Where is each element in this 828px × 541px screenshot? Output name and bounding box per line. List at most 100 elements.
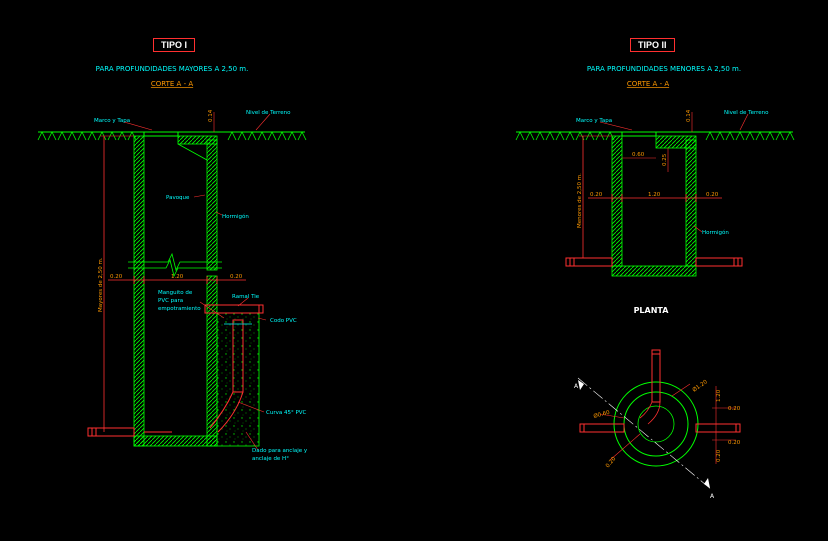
grass-mark xyxy=(775,131,785,141)
tipo1-dim-020-left: 0.20 xyxy=(110,274,123,280)
tipo2-subtitle: PARA PROFUNDIDADES MENORES A 2,50 m. xyxy=(587,65,741,73)
tipo2-left-wall xyxy=(611,135,623,267)
tipo2-dim-020-left: 0.20 xyxy=(590,192,603,198)
planta-phi-060: Ø0.60 xyxy=(593,409,611,420)
grass-mark xyxy=(525,131,535,141)
tipo1-label-nivel: Nivel de Terreno xyxy=(246,110,291,116)
tipo1-cover xyxy=(143,131,179,137)
grass-mark xyxy=(565,131,575,141)
planta-pipe-right xyxy=(695,423,741,433)
tipo1-label-manguito-3: empotramiento xyxy=(158,306,201,312)
planta-inner-circle xyxy=(637,405,675,443)
grass-mark xyxy=(277,131,287,141)
tipo2-dim-060: 0.60 xyxy=(632,152,645,158)
tipo1-break-line xyxy=(128,252,222,272)
grass-mark xyxy=(745,131,755,141)
tipo2-right-wall xyxy=(685,139,697,267)
tipo1-base xyxy=(133,435,218,447)
tipo2-dim-025: 0.25 xyxy=(662,153,668,166)
tipo1-dim-020-right: 0.20 xyxy=(230,274,243,280)
tipo1-label-dado-2: anclaje de H° xyxy=(252,456,289,462)
tipo2-label-nivel: Nivel de Terreno xyxy=(724,110,769,116)
tipo1-label-codo: Codo PVC xyxy=(270,318,297,324)
grass-mark xyxy=(585,131,595,141)
grass-mark xyxy=(97,131,107,141)
tipo1-cone-top xyxy=(177,135,218,145)
grass-mark xyxy=(77,131,87,141)
tipo2-label-marco: Marco y Tapa xyxy=(576,118,612,124)
tipo1-label-ramal: Ramal Tie xyxy=(232,294,260,300)
grass-mark xyxy=(785,131,795,141)
tipo2-pipe-left xyxy=(565,257,613,267)
tipo1-label-curva: Curva 45° PVC xyxy=(266,410,307,416)
grass-mark xyxy=(555,131,565,141)
tipo1-section: CORTE A - A xyxy=(151,80,193,88)
grass-mark xyxy=(287,131,297,141)
grass-mark xyxy=(47,131,57,141)
tipo2-section: CORTE A - A xyxy=(627,80,669,88)
tipo2-label-hormigon: Hormigón xyxy=(702,229,729,236)
grass-mark xyxy=(535,131,545,141)
grass-mark xyxy=(765,131,775,141)
planta-drawing: PLANTA Ø1.20 Ø0.60 0.20 0.20 1.20 0.20 0… xyxy=(574,306,741,500)
tipo1-drop-concrete xyxy=(216,312,260,447)
planta-dim-120-v: 1.20 xyxy=(716,389,722,402)
tipo1-right-wall-top xyxy=(206,139,218,271)
grass-mark xyxy=(755,131,765,141)
tipo2-title: TIPO II xyxy=(630,38,675,52)
tipo1-subtitle: PARA PROFUNDIDADES MAYORES A 2,50 m. xyxy=(96,65,249,73)
grass-mark xyxy=(595,131,605,141)
grass-mark xyxy=(257,131,267,141)
grass-mark xyxy=(715,131,725,141)
tipo1-left-wall xyxy=(133,135,145,447)
tipo1-label-marco: Marco y Tapa xyxy=(94,118,130,124)
grass-mark xyxy=(57,131,67,141)
planta-dim-020-b: 0.20 xyxy=(728,440,741,446)
grass-mark xyxy=(67,131,77,141)
tipo2-pipe-right xyxy=(695,257,743,267)
grass-mark xyxy=(705,131,715,141)
grass-mark xyxy=(297,131,307,141)
planta-dim-020-a: 0.20 xyxy=(728,406,741,412)
grass-mark xyxy=(267,131,277,141)
grass-mark xyxy=(107,131,117,141)
planta-dim-020-v: 0.20 xyxy=(716,449,722,462)
grass-mark xyxy=(117,131,127,141)
tipo1-grass xyxy=(37,131,307,141)
grass-mark xyxy=(87,131,97,141)
tipo1-bottom-pipe xyxy=(87,427,135,437)
tipo2-top-slab xyxy=(655,135,697,149)
tipo1-drop-pipe xyxy=(232,319,244,393)
tipo1-dim-014: 0.14 xyxy=(208,109,214,122)
tipo1-dim-120: 1.20 xyxy=(171,274,184,280)
grass-mark xyxy=(247,131,257,141)
tipo1-label-dado-1: Dado para anclaje y xyxy=(252,448,308,454)
tipo1-depth-label: Mayores de 2,50 m. xyxy=(98,257,104,312)
tipo2-base xyxy=(611,265,697,277)
tipo1-label-manguito-1: Manguito de xyxy=(158,290,193,296)
planta-pipe-left xyxy=(579,423,625,433)
grass-mark xyxy=(227,131,237,141)
planta-title: PLANTA xyxy=(634,306,670,315)
planta-outer-circle xyxy=(613,381,699,467)
tipo1-drawing: PARA PROFUNDIDADES MAYORES A 2,50 m. COR… xyxy=(37,65,308,462)
grass-mark xyxy=(515,131,525,141)
tipo1-label-hormigon: Hormigón xyxy=(222,213,249,220)
planta-section-line xyxy=(577,377,713,491)
tipo1-label-pavoque: Pavoque xyxy=(166,195,190,201)
grass-mark xyxy=(545,131,555,141)
planta-section-a-bottom: A xyxy=(710,493,715,500)
tipo2-drawing: PARA PROFUNDIDADES MENORES A 2,50 m. COR… xyxy=(515,65,795,277)
tipo2-dim-020-right: 0.20 xyxy=(706,192,719,198)
tipo2-depth-label: Menores de 2,50 m. xyxy=(577,173,583,228)
tipo1-curve-45 xyxy=(209,391,244,433)
tipo2-dim-014: 0.14 xyxy=(686,109,692,122)
grass-mark xyxy=(735,131,745,141)
tipo1-label-manguito-2: PVC para xyxy=(158,298,183,304)
grass-mark xyxy=(725,131,735,141)
tipo1-title: TIPO I xyxy=(153,38,196,52)
planta-phi-120: Ø1.20 xyxy=(691,378,709,394)
tipo2-dim-120: 1.20 xyxy=(648,192,661,198)
